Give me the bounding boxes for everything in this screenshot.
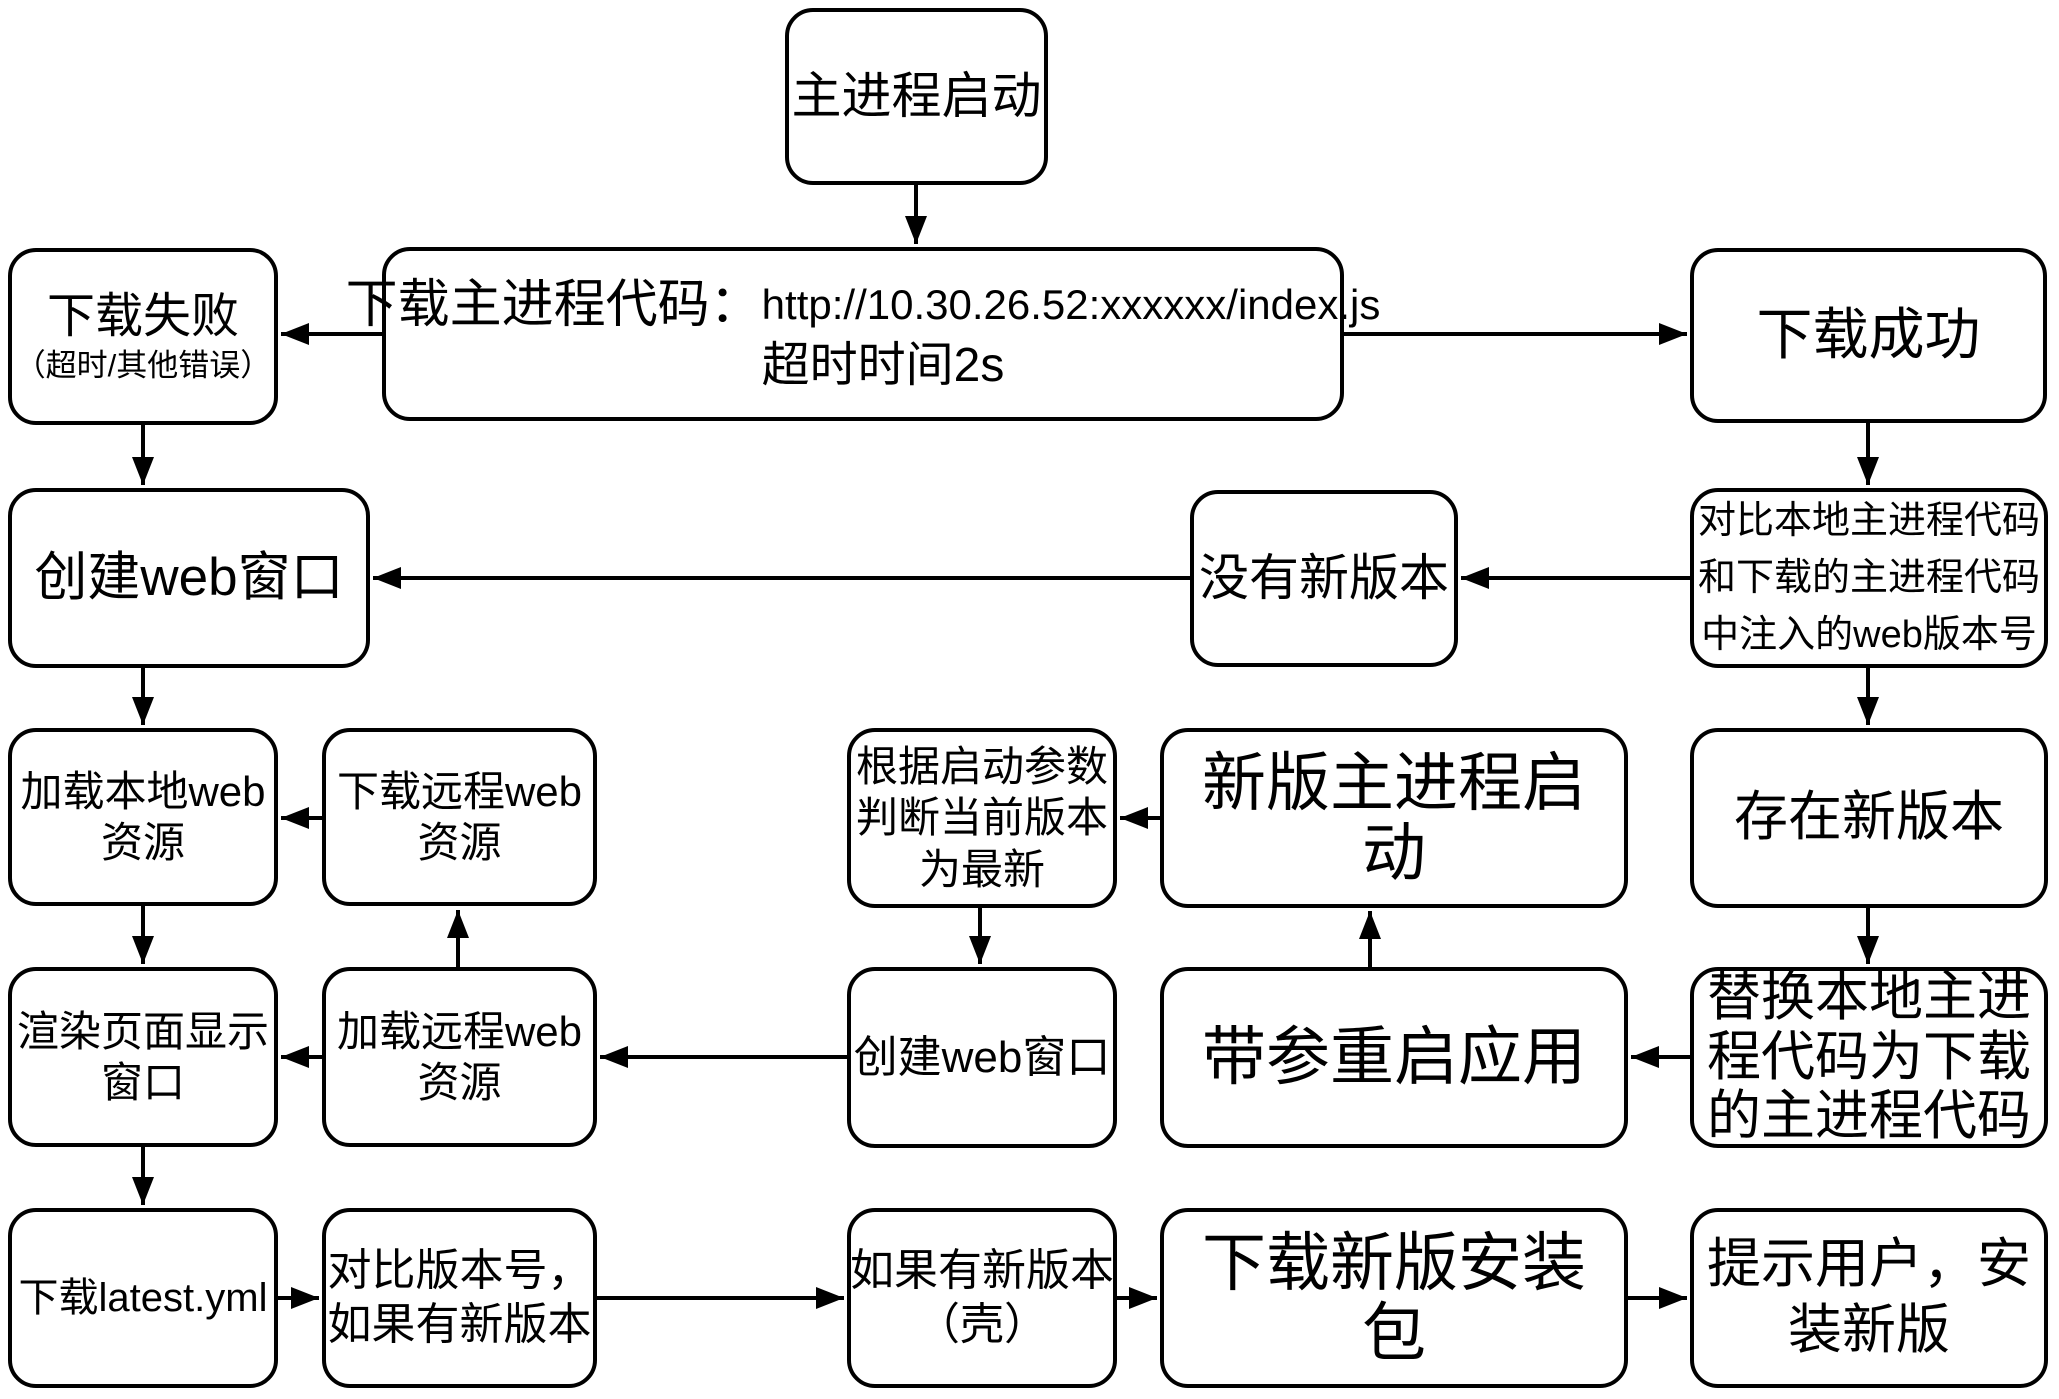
node-label: 下载远程web bbox=[336, 767, 583, 815]
node-label: 下载失败 bbox=[46, 290, 239, 344]
node-download-latest-yml: 下载latest.yml bbox=[8, 1208, 278, 1388]
node-compare-web-version: 对比本地主进程代码 和下载的主进程代码 中注入的web版本号 bbox=[1690, 488, 2048, 668]
node-load-remote-web: 加载远程web 资源 bbox=[322, 967, 597, 1147]
node-load-local-web: 加载本地web 资源 bbox=[8, 728, 278, 906]
node-label: 程代码为下载 bbox=[1707, 1026, 2031, 1087]
node-main-process-start: 主进程启动 bbox=[785, 8, 1048, 185]
node-download-fail: 下载失败 （超时/其他错误） bbox=[8, 248, 278, 425]
node-replace-local-main-code: 替换本地主进 程代码为下载 的主进程代码 bbox=[1690, 967, 2048, 1148]
node-prompt-user-install: 提示用户，安 装新版 bbox=[1690, 1208, 2048, 1388]
node-restart-with-params: 带参重启应用 bbox=[1160, 967, 1628, 1148]
node-render-page-window: 渲染页面显示 窗口 bbox=[8, 967, 278, 1147]
node-compare-version-number: 对比版本号， 如果有新版本 bbox=[322, 1208, 597, 1388]
node-no-new-version: 没有新版本 bbox=[1190, 490, 1458, 667]
node-label: 主进程启动 bbox=[791, 68, 1042, 124]
node-label: 和下载的主进程代码 bbox=[1697, 556, 2040, 599]
node-label: 没有新版本 bbox=[1199, 550, 1449, 606]
node-download-main-code: 下载主进程代码： http://10.30.26.52:xxxxxx/index… bbox=[346, 247, 1380, 421]
node-label: 资源 bbox=[100, 819, 185, 866]
node-label: 如果有新版本 bbox=[850, 1246, 1114, 1296]
node-sublabel: （超时/其他错误） bbox=[14, 347, 272, 383]
node-label: 窗口 bbox=[100, 1059, 185, 1106]
node-create-web-window-2: 创建web窗口 bbox=[847, 967, 1117, 1148]
node-create-web-window-1: 创建web窗口 bbox=[8, 488, 370, 668]
node-label: 下载latest.yml bbox=[18, 1275, 268, 1320]
node-label: 存在新版本 bbox=[1734, 787, 2004, 848]
node-label: 下载成功 bbox=[1756, 303, 1981, 367]
node-exist-new-version: 存在新版本 bbox=[1690, 728, 2048, 908]
node-label: 中注入的web版本号 bbox=[1701, 613, 2037, 656]
node-label: 资源 bbox=[417, 1059, 502, 1106]
node-download-new-installer: 下载新版安装 包 bbox=[1160, 1208, 1628, 1388]
node-download-success: 下载成功 bbox=[1690, 248, 2047, 423]
node-label: 加载本地web bbox=[20, 767, 266, 815]
node-label: 新版主进程启 bbox=[1202, 746, 1586, 819]
node-label: 对比本地主进程代码 bbox=[1697, 499, 2040, 542]
node-label: 提示用户，安 bbox=[1707, 1234, 2031, 1295]
node-label: 带参重启应用 bbox=[1202, 1021, 1586, 1094]
node-label: 如果有新版本 bbox=[327, 1300, 592, 1349]
node-label: 替换本地主进 bbox=[1707, 967, 2031, 1028]
node-label: 根据启动参数 bbox=[855, 743, 1108, 791]
download-url: http://10.30.26.52:xxxxxx/index.js bbox=[761, 281, 1381, 328]
node-new-main-start: 新版主进程启 动 bbox=[1160, 728, 1628, 908]
node-label: 资源 bbox=[417, 819, 502, 866]
node-label: （壳） bbox=[916, 1300, 1048, 1349]
node-label: 动 bbox=[1362, 817, 1426, 889]
node-label: 加载远程web bbox=[336, 1007, 583, 1055]
node-label: 下载新版安装 bbox=[1202, 1226, 1586, 1299]
node-label: 创建web窗口 bbox=[34, 547, 344, 607]
node-label: 为最新 bbox=[918, 845, 1045, 893]
node-judge-current-latest: 根据启动参数 判断当前版本 为最新 bbox=[847, 728, 1117, 908]
node-label: 渲染页面显示 bbox=[16, 1007, 269, 1055]
node-if-new-version-shell: 如果有新版本 （壳） bbox=[847, 1208, 1117, 1388]
node-label: 的主进程代码 bbox=[1707, 1086, 2031, 1147]
node-label: 对比版本号， bbox=[327, 1246, 592, 1296]
node-label: 判断当前版本 bbox=[855, 794, 1108, 842]
timeout-label: 超时时间2s bbox=[761, 339, 1005, 392]
node-download-remote-web: 下载远程web 资源 bbox=[322, 728, 597, 906]
node-label: 装新版 bbox=[1788, 1300, 1950, 1360]
node-label: 包 bbox=[1362, 1297, 1426, 1369]
node-label: 创建web窗口 bbox=[853, 1032, 1111, 1082]
node-label: 下载主进程代码： bbox=[345, 276, 762, 334]
